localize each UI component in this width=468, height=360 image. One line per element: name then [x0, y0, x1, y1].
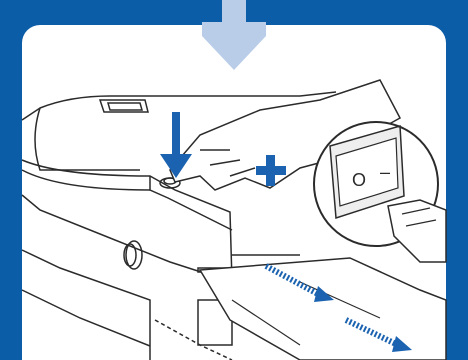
- step-down-arrow-icon: [202, 0, 266, 70]
- switch-off-label: O: [352, 170, 366, 190]
- paper-strip: [200, 258, 446, 360]
- power-switch-callout: O –: [314, 122, 446, 262]
- switch-on-label: –: [380, 162, 390, 182]
